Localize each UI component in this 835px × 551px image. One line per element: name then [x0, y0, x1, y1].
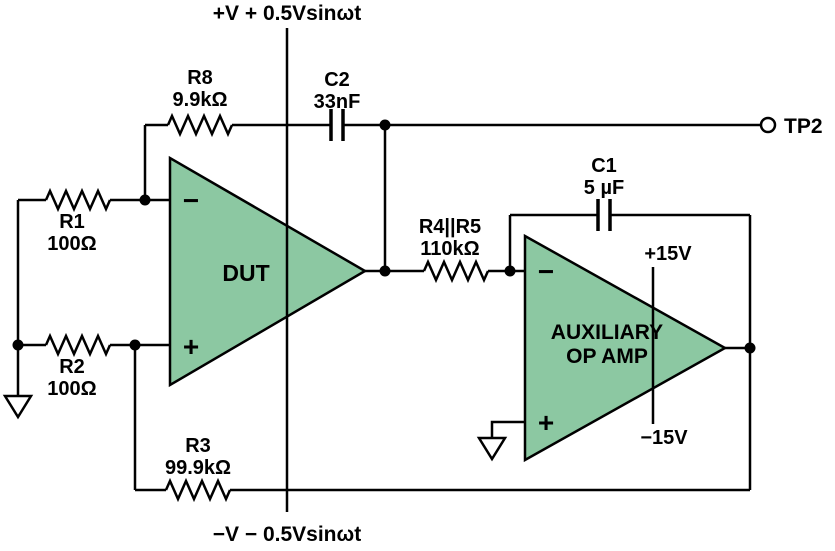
r1-ref-label: R1: [59, 211, 85, 233]
capacitor-c2-symbol: [329, 109, 345, 141]
aux-noninverting-input-wire: [490, 420, 525, 438]
aux-inverting-sign: −: [538, 256, 554, 287]
junction-dot: [744, 342, 756, 354]
r2-ref-label: R2: [59, 356, 85, 378]
dut-label: DUT: [222, 260, 269, 286]
dut-opamp-triangle: [168, 155, 368, 388]
aux-neg-supply-label: −15V: [640, 427, 688, 449]
r1-value-label: 100Ω: [47, 233, 96, 255]
aux-opamp-triangle: [523, 233, 728, 463]
bottom-rail-label: −V − 0.5Vsinωt: [213, 523, 361, 546]
junction-dot: [504, 265, 516, 277]
c2-ref-label: C2: [324, 69, 350, 91]
resistor-r3-symbol: [164, 477, 232, 503]
ground-icon: [2, 394, 34, 420]
r2-value-label: 100Ω: [47, 378, 96, 400]
resistor-r2-symbol: [44, 332, 112, 358]
junction-dot: [129, 339, 141, 351]
c1-ref-label: C1: [591, 155, 617, 177]
capacitor-c1-symbol: [596, 199, 612, 231]
c1-value-label: 5 µF: [584, 177, 624, 199]
dut-noninverting-sign: +: [183, 331, 199, 362]
aux-label-line1: AUXILIARY: [551, 321, 663, 344]
junction-dot: [379, 265, 391, 277]
junction-dot: [139, 194, 151, 206]
dut-inverting-sign: −: [183, 185, 199, 216]
bottom-feedback-wire: [133, 345, 750, 492]
r8-value-label: 9.9kΩ: [173, 89, 228, 111]
ground-icon: [476, 436, 508, 462]
r3-value-label: 99.9kΩ: [165, 457, 231, 479]
top-rail-label: +V + 0.5Vsinωt: [213, 2, 361, 25]
resistor-r8-symbol: [166, 112, 234, 138]
aux-pos-supply-label: +15V: [644, 243, 692, 265]
r4r5-value-label: 110kΩ: [420, 238, 479, 260]
resistor-r4r5-symbol: [422, 258, 490, 284]
junction-dot: [379, 119, 391, 131]
r4r5-ref-label: R4||R5: [419, 216, 481, 238]
tp2-label: TP2: [784, 115, 823, 138]
junction-dot: [12, 339, 24, 351]
tp2-terminal: [759, 116, 777, 134]
aux-noninverting-sign: +: [538, 407, 554, 438]
aux-label-line2: OP AMP: [566, 345, 648, 368]
r8-ref-label: R8: [187, 67, 213, 89]
r3-ref-label: R3: [185, 435, 211, 457]
c2-value-label: 33nF: [314, 91, 361, 113]
resistor-r1-symbol: [44, 187, 112, 213]
